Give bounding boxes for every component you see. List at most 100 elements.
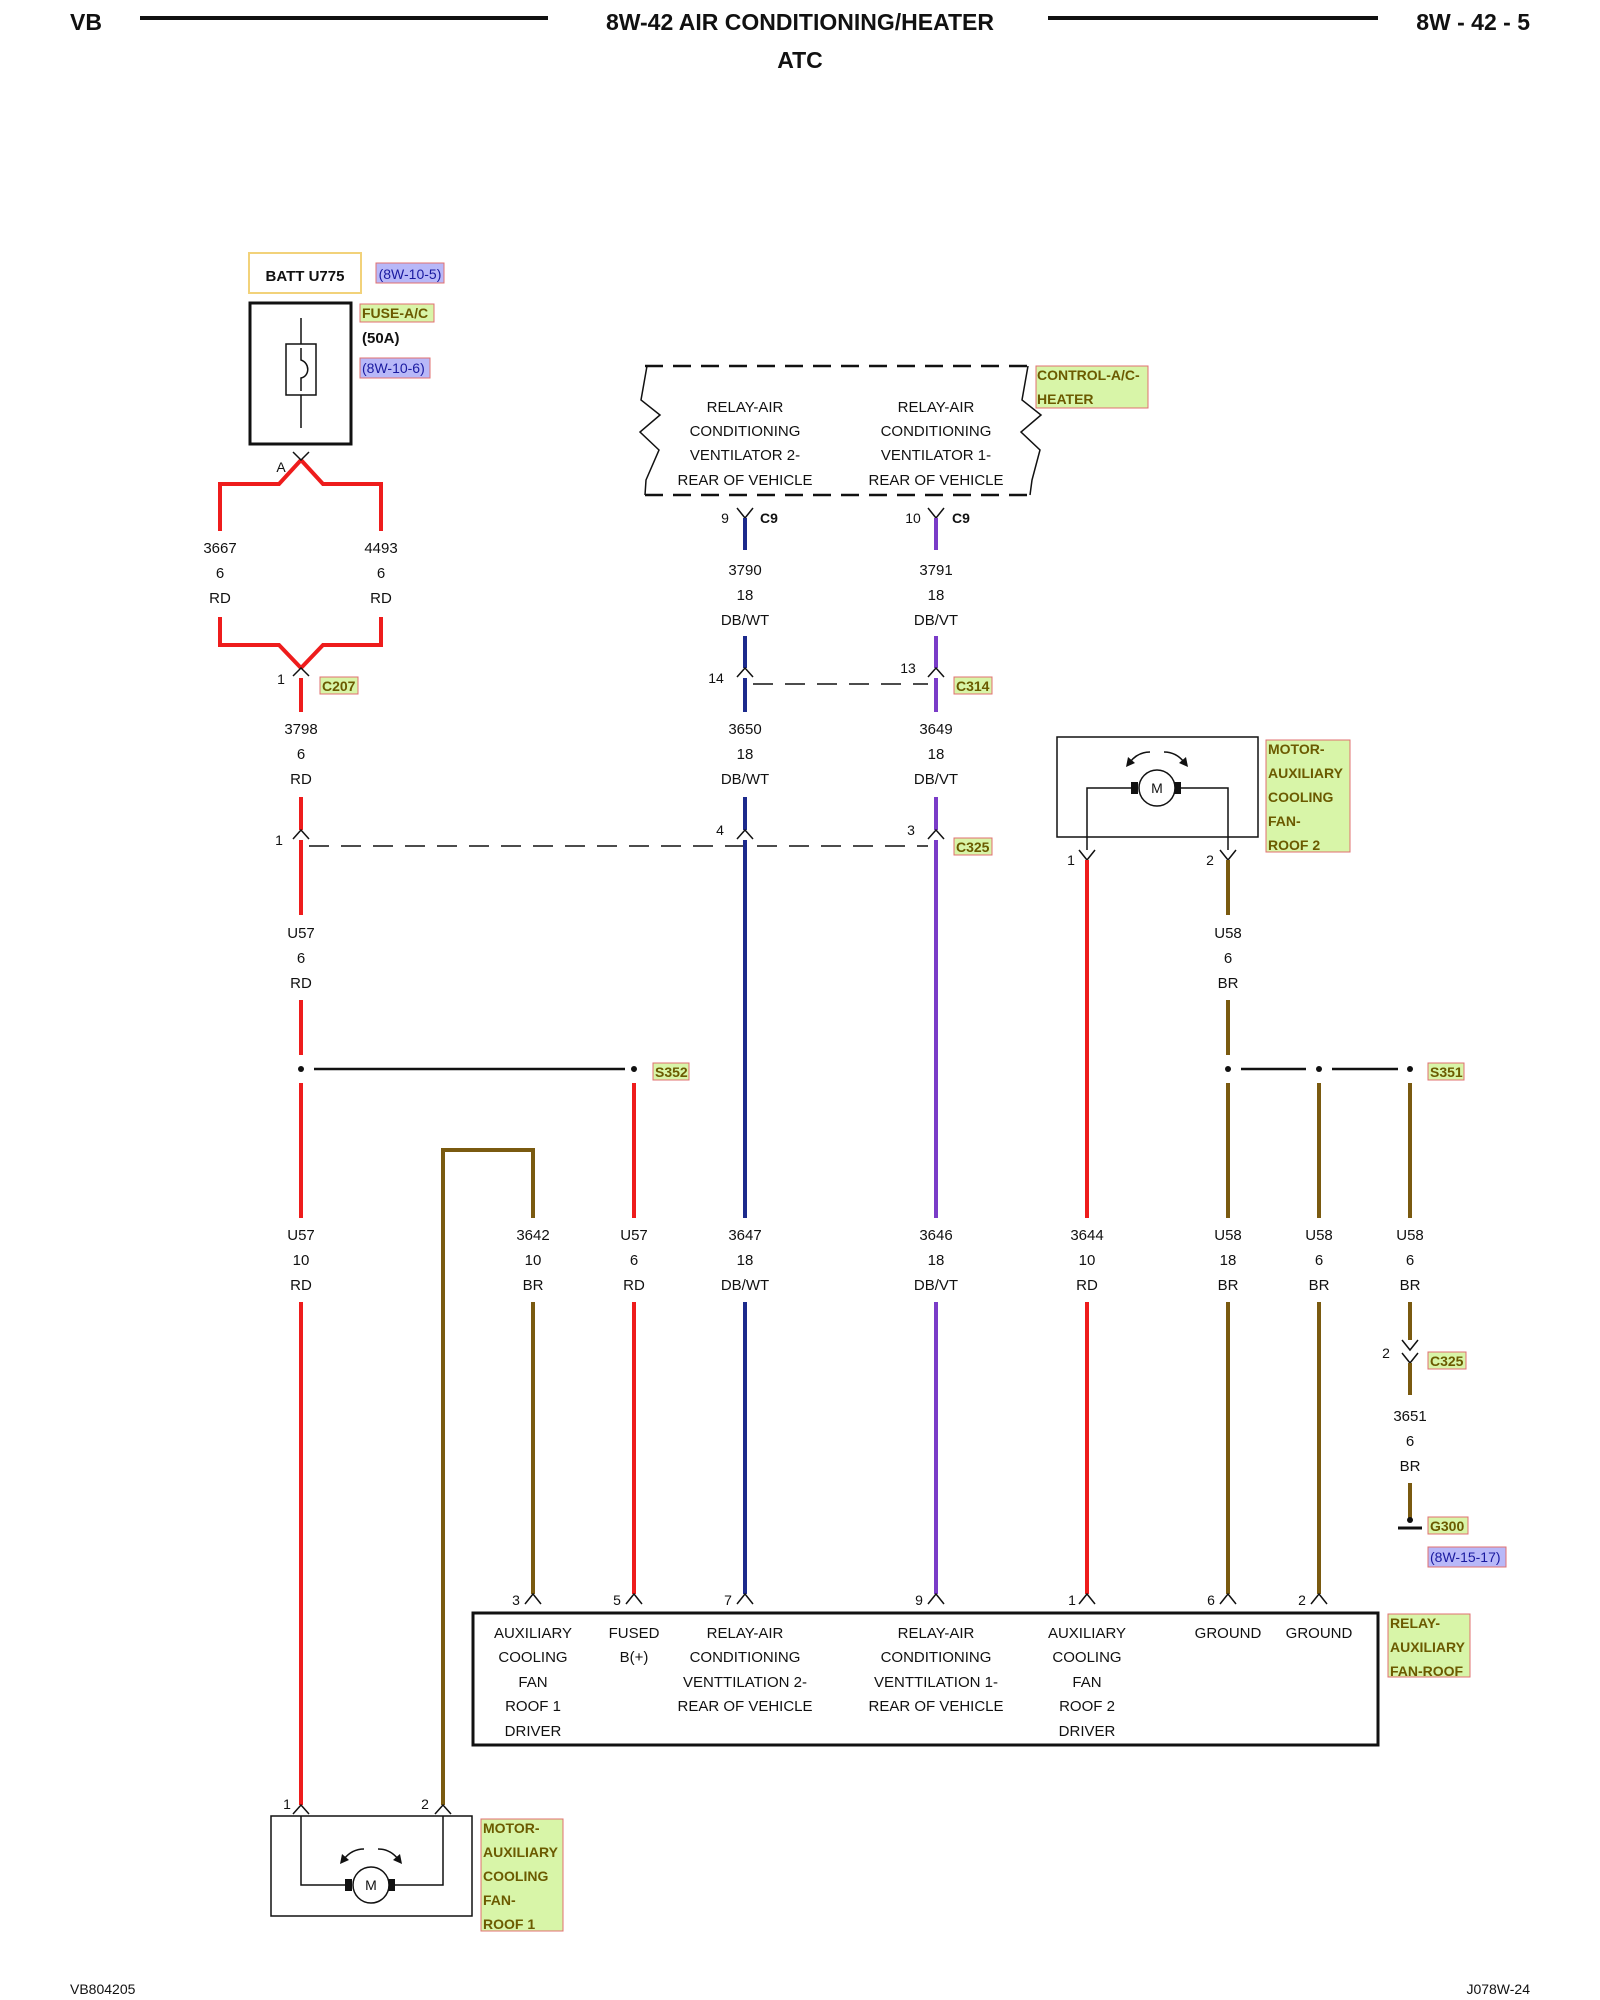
wire-label-u57-a-color: RD: [290, 975, 312, 992]
motor1-rotation-right-head: [393, 1854, 402, 1864]
motor2-rotation-right-head: [1179, 757, 1188, 767]
c9-pin9: 9: [721, 510, 729, 526]
control-relay2-text: RELAY-AIR CONDITIONING VENTILATOR 2- REA…: [677, 399, 812, 489]
motor1-m-icon: [352, 1866, 390, 1904]
control-relay2-line4: REAR OF VEHICLE: [677, 472, 812, 489]
wire-label-3798-gauge: 6: [297, 746, 305, 763]
wire-label-3642-color: BR: [523, 1277, 544, 1294]
wire-label-3650-num: 3650: [728, 721, 761, 738]
motor1-leads: [300, 1816, 444, 1886]
c9-pin10: 10: [905, 510, 921, 526]
wire-label-3646-gauge: 18: [928, 1252, 945, 1269]
c325-pin4-icon: [736, 828, 754, 840]
c325-pin3-icon: [927, 828, 945, 840]
s351-tag: S351: [1430, 1064, 1463, 1080]
relay-col1: AUXILIARY COOLING FAN ROOF 1 DRIVER: [494, 1625, 572, 1740]
wire-4493-lower: [299, 617, 383, 670]
motor1-pin2: 2: [421, 1796, 429, 1812]
motor1-rotation-left-head: [340, 1854, 349, 1864]
motor2-name-3: COOLING: [1268, 789, 1333, 805]
wire-label-3647: 3647 18 DB/WT: [721, 1227, 769, 1294]
motor2-pin1-icon: [1078, 849, 1096, 862]
wire-label-3642-num: 3642: [516, 1227, 549, 1244]
wire-label-u58-c: U58 6 BR: [1305, 1227, 1333, 1294]
fuse-connector-icon: [292, 451, 310, 462]
relay-name-1: RELAY-: [1390, 1615, 1440, 1631]
control-relay2-line2: CONDITIONING: [690, 423, 801, 440]
relay-col1-1: AUXILIARY: [494, 1625, 572, 1642]
c325-pin1-icon: [292, 828, 310, 840]
c314-tag-bg: [953, 676, 993, 695]
relay-col3-1: RELAY-AIR: [707, 1625, 784, 1642]
wire-label-u58-d-num: U58: [1396, 1227, 1424, 1244]
s351-dot-2: [1316, 1066, 1322, 1072]
relay-col4-3: VENTTILATION 1-: [874, 1674, 998, 1691]
motor2-name-2: AUXILIARY: [1268, 765, 1344, 781]
wire-label-u58-c-color: BR: [1309, 1277, 1330, 1294]
wire-label-3647-gauge: 18: [737, 1252, 754, 1269]
c325-pin3: 3: [907, 822, 915, 838]
relay-col4-4: REAR OF VEHICLE: [868, 1698, 1003, 1715]
motor1-pin2-icon: [434, 1803, 452, 1815]
motor2-name-4: FAN-: [1268, 813, 1301, 829]
wire-label-3650-gauge: 18: [737, 746, 754, 763]
relay-col1-4: ROOF 1: [505, 1698, 561, 1715]
wire-label-u58-b-color: BR: [1218, 1277, 1239, 1294]
relay-col1-3: FAN: [518, 1674, 547, 1691]
relay-pin1-icon: [1078, 1592, 1096, 1605]
motor1-brush-right: [388, 1879, 395, 1891]
control-name-bg: [1035, 365, 1149, 409]
wire-label-3667-color: RD: [209, 590, 231, 607]
g300-dot: [1407, 1517, 1413, 1523]
header-right: 8W - 42 - 5: [1416, 9, 1530, 35]
wire-label-u58-c-num: U58: [1305, 1227, 1333, 1244]
fuse-symbol-icon: [300, 348, 309, 391]
wire-label-u57-a-num: U57: [287, 925, 315, 942]
relay-col5-2: COOLING: [1052, 1649, 1121, 1666]
motor2-pin1: 1: [1067, 852, 1075, 868]
motor1-name-3: COOLING: [483, 1868, 548, 1884]
relay-pin-3: 3: [512, 1592, 520, 1608]
control-relay2-line1: RELAY-AIR: [707, 399, 784, 416]
relay-col6: GROUND: [1195, 1625, 1262, 1642]
control-relay1-line4: REAR OF VEHICLE: [868, 472, 1003, 489]
c9-tag-b: C9: [952, 510, 970, 526]
c325-lower-tag-bg: [1427, 1351, 1467, 1370]
relay-name-bg: [1387, 1613, 1471, 1678]
footer-left: VB804205: [70, 1981, 136, 1997]
control-name-line1: CONTROL-A/C-: [1037, 367, 1140, 383]
motor1-housing: [270, 1815, 473, 1917]
relay-col1-5: DRIVER: [505, 1723, 562, 1740]
relay-pin7-icon: [736, 1592, 754, 1605]
motor2-rotation-left-head: [1126, 757, 1135, 767]
motor2-brush-right: [1174, 782, 1181, 794]
c325-pin1: 1: [275, 832, 283, 848]
relay-pin2-icon: [1310, 1592, 1328, 1605]
relay-col3-3: VENTTILATION 2-: [683, 1674, 807, 1691]
relay-pin-7: 7: [724, 1592, 732, 1608]
relay-pin-6: 6: [1207, 1592, 1215, 1608]
footer-right: J078W-24: [1466, 1981, 1530, 1997]
s352-dot-right: [631, 1066, 637, 1072]
wire-label-3790-num: 3790: [728, 562, 761, 579]
wire-label-3798-color: RD: [290, 771, 312, 788]
fuse-ref: (8W-10-6): [362, 360, 425, 376]
batt-ref-bg: [375, 262, 445, 284]
wire-label-3644: 3644 10 RD: [1070, 1227, 1103, 1294]
wire-label-u57-b-num: U57: [287, 1227, 315, 1244]
wire-label-u58-b: U58 18 BR: [1214, 1227, 1242, 1294]
wire-label-u58-d-color: BR: [1400, 1277, 1421, 1294]
g300-tag: G300: [1430, 1518, 1464, 1534]
control-relay2-line3: VENTILATOR 2-: [690, 447, 800, 464]
motor1-symbol: M: [365, 1877, 377, 1893]
relay-col5-5: DRIVER: [1059, 1723, 1116, 1740]
relay-col5-3: FAN: [1072, 1674, 1101, 1691]
wire-label-3646: 3646 18 DB/VT: [914, 1227, 958, 1294]
g300-ref: (8W-15-17): [1430, 1549, 1501, 1565]
motor1-name: MOTOR- AUXILIARY COOLING FAN- ROOF 1: [483, 1820, 559, 1932]
batt-label: BATT U775: [266, 268, 345, 285]
wire-3667: [218, 458, 303, 531]
g300-tag-bg: [1427, 1516, 1469, 1535]
motor2-name-bg: [1265, 739, 1351, 853]
relay-pin3-icon: [524, 1592, 542, 1605]
